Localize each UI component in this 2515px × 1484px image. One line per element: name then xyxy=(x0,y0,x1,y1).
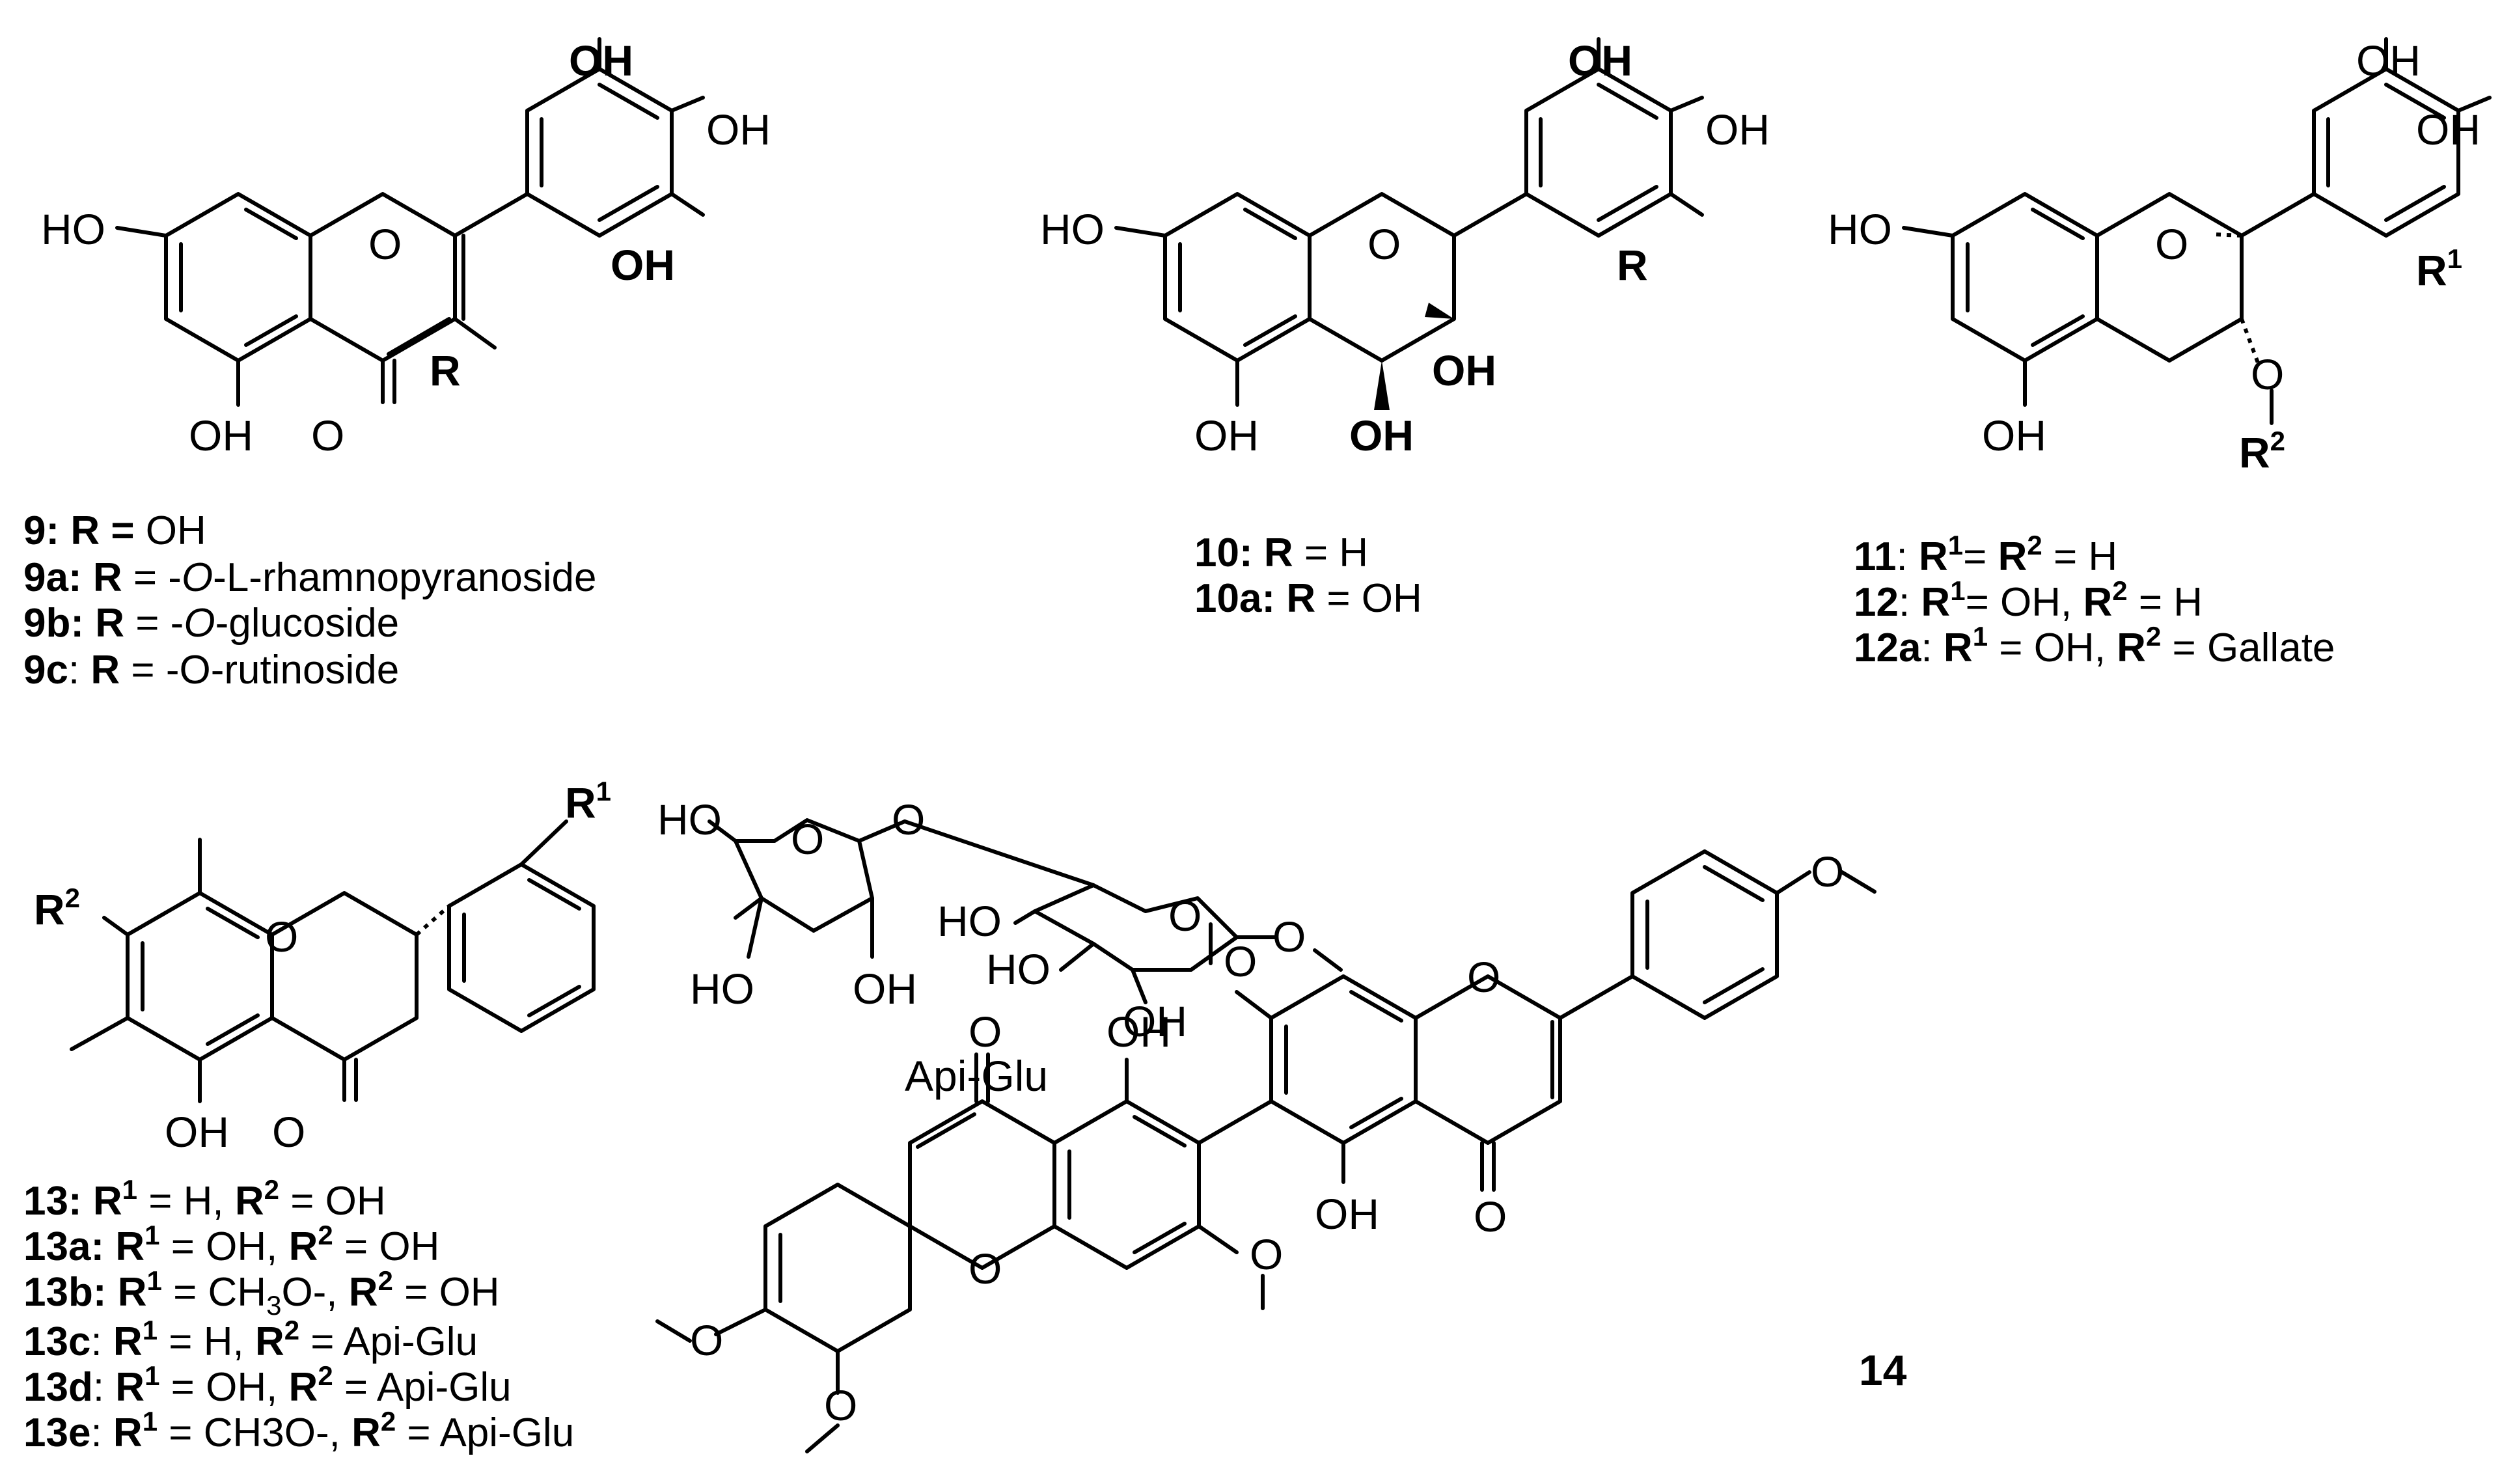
hydroxyl-label: OH xyxy=(1982,411,2046,460)
oxygen-label: O xyxy=(1474,1192,1507,1241)
hydroxyl-label: OH xyxy=(1123,997,1187,1045)
oxygen-label: O xyxy=(1467,953,1500,1001)
caption-line: 9a: R = -O-L-rhamnopyranoside xyxy=(23,555,596,600)
compound-11-12-structure: HO OH O O R2 OH OH R1 xyxy=(1828,36,2492,476)
caption-line: 13b: R1 = CH3O-, R2 = OH xyxy=(23,1265,500,1321)
caption-line: 13e: R1 = CH3O-, R2 = Api-Glu xyxy=(23,1406,574,1455)
hydroxyl-label: OH xyxy=(706,105,771,154)
hydroxyl-label: OH xyxy=(853,965,917,1013)
oxygen-label: O xyxy=(690,1316,723,1364)
r-group-label: R xyxy=(1617,241,1648,289)
compound-11-12-caption: 11: R1= R2 = H 12: R1= OH, R2 = H 12a: R… xyxy=(1854,530,2335,670)
hydroxyl-label: OH xyxy=(189,411,253,460)
oxygen-label: O xyxy=(272,1108,305,1156)
hydroxyl-label: OH xyxy=(1568,36,1632,85)
oxygen-label: O xyxy=(1272,913,1306,961)
oxygen-label: O xyxy=(1811,847,1844,896)
caption-line: 13: R1 = H, R2 = OH xyxy=(23,1174,386,1224)
caption-line: 11: R1= R2 = H xyxy=(1854,530,2117,579)
oxygen-label: O xyxy=(791,815,824,863)
hydroxyl-label: HO xyxy=(657,795,722,844)
hydroxyl-label: OH xyxy=(2356,36,2421,85)
oxygen-label: O xyxy=(311,411,344,460)
caption-line: 13a: R1 = OH, R2 = OH xyxy=(23,1220,439,1269)
caption-line: 9: R = OH xyxy=(23,508,206,553)
caption-line: 10: R = H xyxy=(1194,530,1368,575)
compound-10-structure: HO OH OH OH O OH OH R xyxy=(1040,36,1770,460)
hydroxyl-label: HO xyxy=(986,945,1051,993)
compound-13-structure: OH O O R2 R1 xyxy=(34,776,611,1156)
hydroxyl-label: OH xyxy=(2416,105,2481,154)
api-glu-structure: HO O O HO OH HO HO O OH O Api-Glu xyxy=(657,795,1343,1100)
r1-group-label: R1 xyxy=(2416,243,2462,294)
oxygen-label: O xyxy=(1168,892,1202,940)
hydroxyl-label: OH xyxy=(1194,411,1259,460)
compound-13-caption: 13: R1 = H, R2 = OH 13a: R1 = OH, R2 = O… xyxy=(23,1174,574,1455)
compound-14-structure: O O O OH O OH O O O O O 14 xyxy=(655,847,1907,1453)
oxygen-label: O xyxy=(892,795,925,844)
oxygen-label: O xyxy=(2155,220,2188,268)
hydroxyl-label: OH xyxy=(1349,411,1414,460)
hydroxyl-label: OH xyxy=(1432,346,1496,394)
caption-line: 12: R1= OH, R2 = H xyxy=(1854,575,2203,625)
caption-line: 13d: R1 = OH, R2 = Api-Glu xyxy=(23,1360,512,1410)
hydroxyl-label: OH xyxy=(1705,105,1770,154)
compound-9-caption: 9: R = OH 9a: R = -O-L-rhamnopyranoside … xyxy=(23,508,596,693)
r2-group-label: R2 xyxy=(34,883,80,933)
hydroxyl-label: HO xyxy=(690,965,754,1013)
oxygen-label: O xyxy=(969,1244,1002,1293)
r-group-label: R xyxy=(430,346,461,394)
oxygen-label: O xyxy=(1250,1230,1283,1278)
oxygen-label: O xyxy=(2251,350,2284,398)
r1-group-label: R1 xyxy=(565,776,611,827)
r2-group-label: R2 xyxy=(2239,426,2285,476)
caption-line: 10a: R = OH xyxy=(1194,576,1422,621)
caption-line: 9c: R = -O-rutinoside xyxy=(23,648,399,693)
hydroxyl-label: OH xyxy=(1315,1190,1379,1238)
hydroxyl-label: HO xyxy=(1828,205,1892,253)
hydroxyl-label: HO xyxy=(1040,205,1105,253)
oxygen-label: O xyxy=(1224,937,1257,985)
oxygen-label: O xyxy=(1367,220,1401,268)
oxygen-label: O xyxy=(824,1381,857,1429)
oxygen-label: O xyxy=(969,1008,1002,1056)
compound-14-label: 14 xyxy=(1859,1346,1907,1394)
hydroxyl-label: OH xyxy=(569,36,633,85)
hydroxyl-label: OH xyxy=(165,1108,229,1156)
oxygen-label: O xyxy=(368,220,402,268)
oxygen-label: O xyxy=(265,913,298,961)
hydroxyl-label: OH xyxy=(611,241,675,289)
hydroxyl-label: OH xyxy=(1106,1008,1171,1056)
hydroxyl-label: HO xyxy=(41,205,105,253)
compound-10-caption: 10: R = H 10a: R = OH xyxy=(1194,530,1422,621)
hydroxyl-label: HO xyxy=(937,897,1002,945)
caption-line: 13c: R1 = H, R2 = Api-Glu xyxy=(23,1315,478,1364)
caption-line: 9b: R = -O-glucoside xyxy=(23,601,399,646)
compound-9-structure: HO OH O O R OH OH OH xyxy=(41,36,771,460)
caption-line: 12a: R1 = OH, R2 = Gallate xyxy=(1854,621,2335,670)
